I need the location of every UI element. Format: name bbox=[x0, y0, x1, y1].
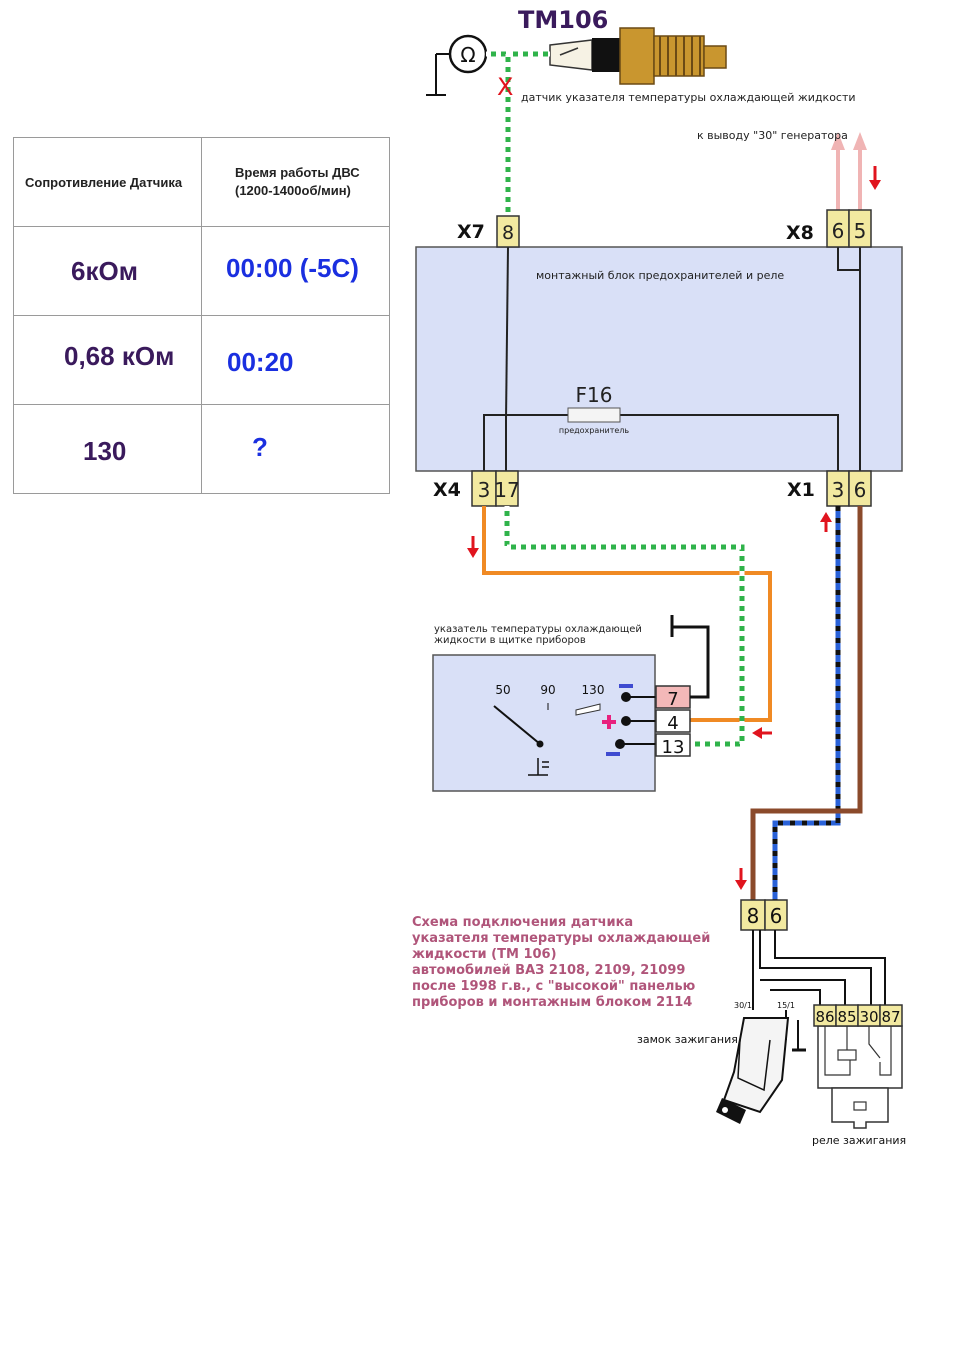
ground-icon bbox=[528, 758, 549, 776]
connector-x1: X1 3 6 bbox=[787, 470, 872, 507]
caption-line: Схема подключения датчика bbox=[412, 915, 633, 930]
gauge-pin: 13 bbox=[662, 737, 685, 758]
header-resistance: Сопротивление Датчика bbox=[25, 174, 183, 190]
ignition-relay-icon: 86 85 30 87 bbox=[813, 1004, 903, 1129]
connector-x1-pin: 6 bbox=[854, 478, 867, 502]
connector-x7-name: X7 bbox=[457, 221, 485, 243]
relay-label: реле зажигания bbox=[812, 1134, 906, 1147]
ignition-switch-icon: 30/1 15/1 bbox=[716, 1001, 795, 1124]
ignition-label: замок зажигания bbox=[637, 1033, 738, 1046]
ignition-wiring bbox=[752, 930, 886, 1052]
relay-pin: 85 bbox=[837, 1008, 856, 1026]
generator-arrows bbox=[831, 132, 881, 210]
time-value: ? bbox=[252, 431, 268, 462]
table-header-row: Сопротивление Датчика Время работы ДВС (… bbox=[13, 137, 390, 227]
connector-x4-pin: 3 bbox=[478, 478, 491, 502]
ignition-term-15: 15/1 bbox=[777, 1001, 795, 1010]
time-value: 00:00 (-5С) bbox=[226, 252, 359, 283]
sensor-table: Сопротивление Датчика Время работы ДВС (… bbox=[13, 137, 390, 494]
relay-pin: 30 bbox=[859, 1008, 878, 1026]
temperature-gauge: указатель температуры охлаждающей жидкос… bbox=[432, 615, 710, 792]
gauge-scale-90: 90 bbox=[540, 683, 555, 697]
connector-x4: X4 3 17 bbox=[433, 470, 520, 507]
fuse-f16-icon bbox=[567, 407, 621, 423]
diagram-caption: Схема подключения датчика указателя темп… bbox=[412, 915, 710, 1010]
header-cell-resistance: Сопротивление Датчика bbox=[13, 137, 202, 227]
connector-x4-name: X4 bbox=[433, 479, 461, 501]
relay-pin: 86 bbox=[815, 1008, 834, 1026]
sensor-label: датчик указателя температуры охлаждающей… bbox=[521, 91, 856, 104]
wire-blue bbox=[772, 506, 841, 900]
connector-x4-pin: 17 bbox=[494, 478, 519, 502]
connector-x8-pin: 5 bbox=[854, 219, 867, 243]
ohm-symbol: Ω bbox=[460, 43, 475, 67]
connector-x8: X8 6 5 bbox=[786, 209, 872, 248]
gauge-pin: 4 bbox=[667, 713, 678, 734]
relay-pin: 87 bbox=[881, 1008, 900, 1026]
caption-line: после 1998 г.в., с "высокой" панелью bbox=[412, 979, 696, 994]
header-time-line1: Время работы ДВС bbox=[235, 165, 360, 180]
gauge-scale-50: 50 bbox=[495, 683, 510, 697]
x-mark: X bbox=[497, 73, 513, 101]
fuse-label: F16 bbox=[576, 383, 613, 407]
sensor-tm106: ТМ106 Ω bbox=[426, 6, 856, 104]
sensor-body-icon bbox=[549, 27, 727, 85]
connector-x7-pin: 8 bbox=[502, 222, 514, 244]
resistance-value: 6кОм bbox=[71, 255, 138, 286]
connector-x8-name: X8 bbox=[786, 222, 814, 244]
caption-line: автомобилей ВАЗ 2108, 2109, 21099 bbox=[412, 963, 685, 978]
ohm-meter-icon: Ω bbox=[426, 34, 488, 96]
plus-icon bbox=[602, 715, 616, 729]
connector-x8-pin: 6 bbox=[832, 219, 845, 243]
plug-connector: 8 6 bbox=[740, 899, 788, 931]
plug-pin: 6 bbox=[770, 904, 783, 928]
wire-brown bbox=[750, 506, 863, 900]
resistance-value: 0,68 кОм bbox=[64, 340, 175, 371]
resistance-value: 130 bbox=[83, 435, 127, 466]
fuse-block: монтажный блок предохранителей и реле F1… bbox=[415, 246, 903, 472]
connector-x7: X7 8 bbox=[457, 215, 520, 248]
header-cell-time: Время работы ДВС (1200-1400об/мин) bbox=[201, 137, 390, 227]
connector-x1-pin: 3 bbox=[832, 478, 845, 502]
plug-pin: 8 bbox=[747, 904, 760, 928]
connector-x1-name: X1 bbox=[787, 479, 815, 501]
gauge-label-line1: указатель температуры охлаждающей bbox=[434, 624, 642, 635]
wire-green-sensor bbox=[486, 51, 550, 216]
caption-line: жидкости (ТМ 106) bbox=[412, 947, 557, 962]
fuse-block-label: монтажный блок предохранителей и реле bbox=[536, 269, 784, 282]
gauge-pin: 7 bbox=[667, 689, 678, 710]
gauge-scale-130: 130 bbox=[582, 683, 605, 697]
header-time-line2: (1200-1400об/мин) bbox=[235, 183, 351, 198]
wire-green-gauge bbox=[504, 506, 745, 747]
gauge-needle-icon bbox=[493, 705, 541, 745]
generator-label: к выводу "30" генератора bbox=[697, 129, 848, 142]
caption-line: приборов и монтажным блоком 2114 bbox=[412, 995, 692, 1010]
gauge-label-line2: жидкости в щитке приборов bbox=[434, 635, 586, 646]
sensor-title: ТМ106 bbox=[518, 6, 608, 34]
current-arrows bbox=[467, 512, 832, 890]
table-row: 6кОм 00:00 (-5С) bbox=[13, 226, 390, 316]
time-value: 00:20 bbox=[227, 346, 294, 377]
fuse-sub: предохранитель bbox=[559, 426, 629, 435]
caption-line: указателя температуры охлаждающей bbox=[412, 931, 710, 946]
table-row: 130 ? bbox=[13, 404, 390, 494]
table-row: 0,68 кОм 00:20 bbox=[13, 315, 390, 405]
ignition-term-30: 30/1 bbox=[734, 1001, 752, 1010]
